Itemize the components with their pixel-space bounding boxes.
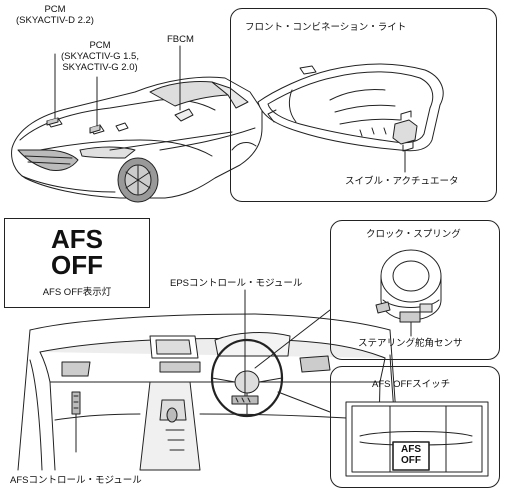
label-front-combination-light: フロント・コンビネーション・ライト [245,22,407,33]
afs-off-indicator-text-line2: OFF [51,250,103,280]
afs-off-indicator-caption: AFS OFF表示灯 [42,287,112,298]
label-pcm-d-line1: PCM [44,4,66,15]
afs-off-switch-callout [330,366,500,488]
label-eps-control-module: EPSコントロール・モジュール [170,278,303,289]
label-clock-spring: クロック・スプリング [366,229,461,240]
afs-off-indicator-text-line1: AFS [51,224,103,254]
label-pcm-d-line2: (SKYACTIV-D 2.2) [16,15,94,26]
label-pcm-g-line1: PCM [89,40,111,51]
label-swivel-actuator: スイブル・アクチュエータ [345,176,459,187]
afs-off-switch-illustration [345,401,489,477]
label-fbcm: FBCM [167,34,194,45]
afs-off-switch-text-line2: OFF [401,455,421,466]
label-pcm-g-line2: (SKYACTIV-G 1.5, [61,51,139,62]
clock-spring-callout [330,220,500,360]
label-pcm-g-line3: SKYACTIV-G 2.0) [62,62,138,73]
afs-off-switch-text-line1: AFS [401,444,421,455]
clock-spring-illustration [375,249,442,337]
label-afs-off-switch: AFS OFFスイッチ [372,379,451,390]
afs-off-indicator-box [4,218,150,308]
front-combination-light-callout [230,8,497,202]
car-illustration [11,45,263,203]
dashboard-illustration [17,289,401,471]
label-steering-angle-sensor: ステアリング舵角センサ [358,338,463,349]
headlamp-illustration [257,63,444,173]
label-afs-control-module: AFSコントロール・モジュール [10,475,142,486]
